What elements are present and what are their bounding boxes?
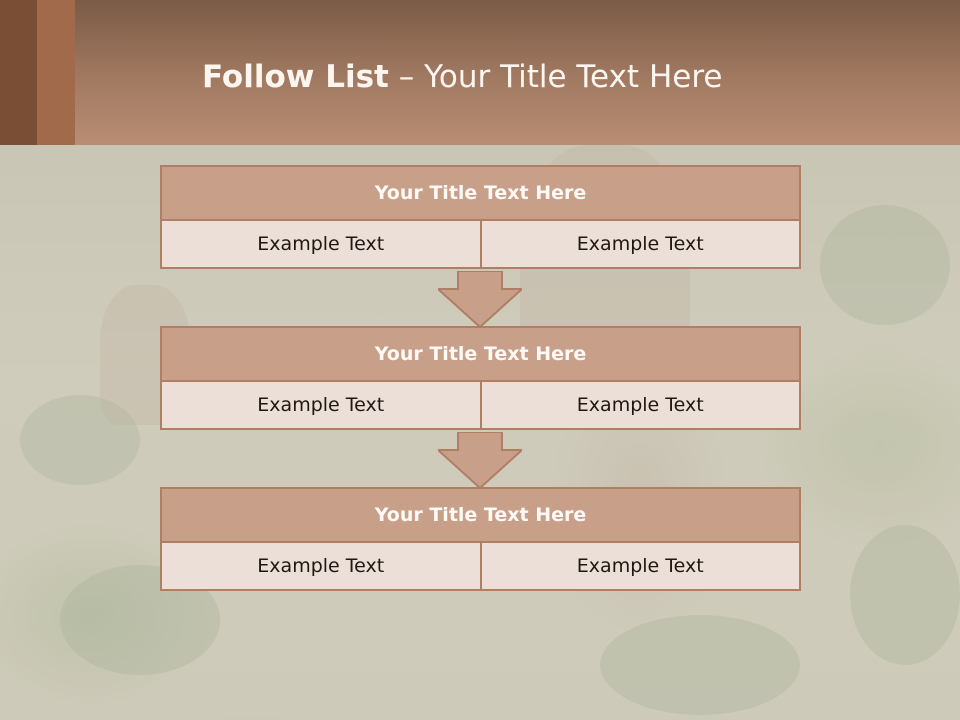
block-cell-left: Example Text	[160, 219, 482, 269]
block-cell-left: Example Text	[160, 380, 482, 430]
block-row: Example Text Example Text	[160, 219, 801, 269]
list-block-3: Your Title Text Here Example Text Exampl…	[160, 487, 801, 591]
page-title: Follow List – Your Title Text Here	[202, 52, 722, 102]
block-cell-right: Example Text	[479, 541, 801, 591]
block-cell-left: Example Text	[160, 541, 482, 591]
title-bold: Follow List	[202, 59, 389, 95]
header-bar: Follow List – Your Title Text Here	[0, 0, 960, 145]
title-rest: – Your Title Text Here	[388, 59, 723, 95]
block-row: Example Text Example Text	[160, 380, 801, 430]
block-title: Your Title Text Here	[160, 487, 801, 543]
block-cell-right: Example Text	[479, 219, 801, 269]
header-accent	[37, 0, 75, 145]
block-title: Your Title Text Here	[160, 165, 801, 221]
list-block-1: Your Title Text Here Example Text Exampl…	[160, 165, 801, 269]
down-arrow-icon	[438, 271, 522, 327]
list-block-2: Your Title Text Here Example Text Exampl…	[160, 326, 801, 430]
block-cell-right: Example Text	[479, 380, 801, 430]
header-accent	[0, 0, 37, 145]
down-arrow-icon	[438, 432, 522, 488]
block-title: Your Title Text Here	[160, 326, 801, 382]
block-row: Example Text Example Text	[160, 541, 801, 591]
